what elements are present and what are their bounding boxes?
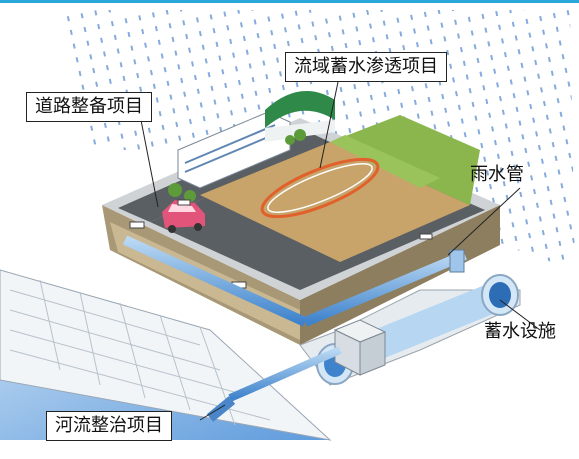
label-watershed-project: 流域蓄水渗透项目 bbox=[285, 52, 447, 82]
river-embankment-blocks bbox=[0, 269, 332, 441]
gymnasium-roof bbox=[265, 91, 335, 128]
grass-strip bbox=[330, 135, 440, 188]
label-river-project: 河流整治项目 bbox=[46, 411, 172, 441]
trees bbox=[168, 129, 306, 202]
outflow-outlet bbox=[206, 396, 236, 422]
outflow-pipe bbox=[228, 346, 342, 402]
label-road-project: 道路整备项目 bbox=[26, 92, 152, 122]
junction-box bbox=[333, 319, 387, 376]
grass-area bbox=[330, 115, 480, 205]
car bbox=[162, 200, 205, 233]
rain-pipe-left bbox=[122, 235, 308, 327]
ground-front-right bbox=[300, 205, 500, 345]
top-accent-rule bbox=[0, 0, 579, 3]
running-track bbox=[260, 157, 380, 219]
label-rain-pipe: 雨水管 bbox=[470, 164, 524, 185]
rain-pipe-right bbox=[303, 250, 467, 327]
label-storage-facility: 蓄水设施 bbox=[484, 321, 556, 342]
pipe-manhole-right bbox=[449, 249, 465, 273]
